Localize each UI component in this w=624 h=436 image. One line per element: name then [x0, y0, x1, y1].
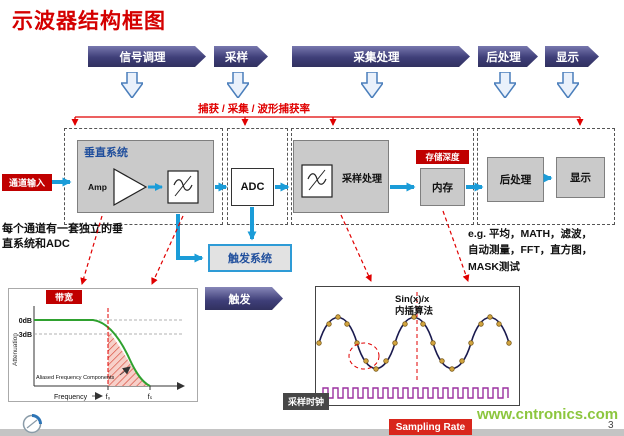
xtick-fs: fₛ	[148, 394, 153, 401]
storage-depth-label: 存储深度	[416, 150, 469, 164]
vertical-system-label: 垂直系统	[84, 147, 128, 159]
xtick-f0: f₀	[106, 394, 111, 401]
capture-rate-note: 捕获 / 采集 / 波形捕获率	[198, 103, 311, 115]
stage-acquisition: 采集处理	[292, 46, 470, 67]
stage-sampling: 采样	[214, 46, 268, 67]
trigger-system-block: 触发系统	[208, 244, 292, 272]
amp-label: Amp	[88, 182, 107, 192]
display-block: 显示	[556, 157, 605, 198]
footer-bar	[0, 429, 624, 436]
bandwidth-chart: Attenuation 0dB -3dB f₀ fₛ Frequency Ali…	[8, 288, 198, 402]
group-adc	[227, 128, 288, 225]
sampling-processing-block: 采样处理	[293, 140, 389, 213]
note-per-channel: 每个通道有一套独立的垂直系统和ADC	[2, 223, 123, 250]
sampling-clock-waveform	[318, 387, 509, 399]
tick-minus3db: -3dB	[16, 332, 32, 339]
amplifier-icon	[113, 167, 148, 207]
watermark: www.cntronics.com	[477, 406, 619, 423]
stage-signal-conditioning: 信号调理	[88, 46, 206, 67]
aliased-annotation: Aliased Frequency Components	[36, 375, 115, 381]
page-title: 示波器结构框图	[12, 10, 166, 33]
group-acquisition	[291, 128, 474, 225]
channel-input-label: 通道输入	[2, 174, 52, 191]
adc-block: ADC	[231, 168, 274, 206]
frequency-axis-label: Frequency	[54, 394, 88, 401]
interpolation-chart: Sin(x)/x 内插算法	[315, 286, 520, 406]
attenuation-axis-label: Attenuation	[12, 333, 19, 366]
post-processing-block: 后处理	[487, 157, 544, 202]
down-arrow-icon	[361, 72, 383, 98]
sampling-processing-label: 采样处理	[342, 174, 382, 185]
aliased-region	[108, 331, 150, 386]
note-line: 自动测量，FFT，直方图，	[468, 244, 593, 257]
filter-icon	[301, 164, 333, 198]
stage-post-processing: 后处理	[478, 46, 538, 67]
down-arrow-icon	[494, 72, 516, 98]
sampling-rate-banner: Sampling Rate	[389, 419, 472, 435]
vertical-system-block: 垂直系统 Amp	[77, 140, 214, 213]
group-vertical-system	[64, 128, 223, 225]
group-postprocess-display	[477, 128, 615, 225]
page-number: 3	[608, 420, 614, 431]
interp-title-line1: Sin(x)/x	[395, 294, 430, 305]
down-arrow-icon	[121, 72, 143, 98]
note-line: MASK测试	[468, 260, 520, 273]
tick-0db: 0dB	[19, 318, 32, 325]
vertical-system-schematic: Amp	[88, 167, 199, 207]
down-arrow-icon	[557, 72, 579, 98]
filter-icon	[167, 170, 199, 204]
trigger-arrow: 触发	[205, 287, 283, 310]
memory-block: 内存	[420, 168, 465, 206]
note-postprocessing-examples: e.g. 平均，MATH，滤波， 自动测量，FFT，直方图， MASK测试	[468, 226, 620, 275]
sampling-clock-label: 采样时钟	[283, 393, 330, 410]
highlighted-samples-circle	[348, 342, 380, 370]
interp-title-line2: 内插算法	[395, 305, 434, 317]
footer-logo-icon	[22, 414, 42, 434]
bandwidth-tag-label: 带宽	[55, 292, 73, 303]
down-arrow-icon	[227, 72, 249, 98]
note-line: e.g. 平均，MATH，滤波，	[468, 228, 593, 240]
stage-display: 显示	[545, 46, 599, 67]
sampling-filter-schematic	[301, 164, 333, 198]
frequency-response-curve	[34, 319, 151, 387]
bandwidth-tag	[46, 290, 82, 304]
